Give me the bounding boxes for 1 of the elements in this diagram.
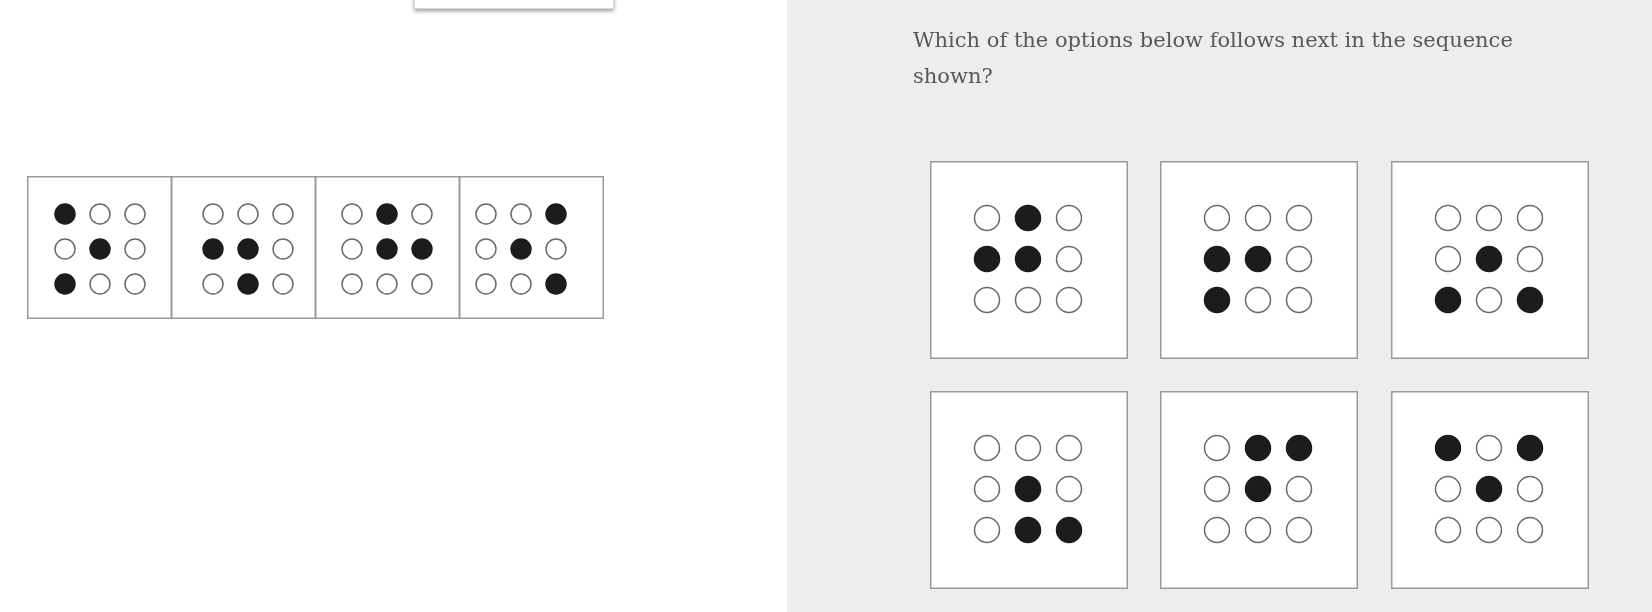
question-text: Which of the options below follows next in the sequence shown? [913, 27, 1514, 90]
